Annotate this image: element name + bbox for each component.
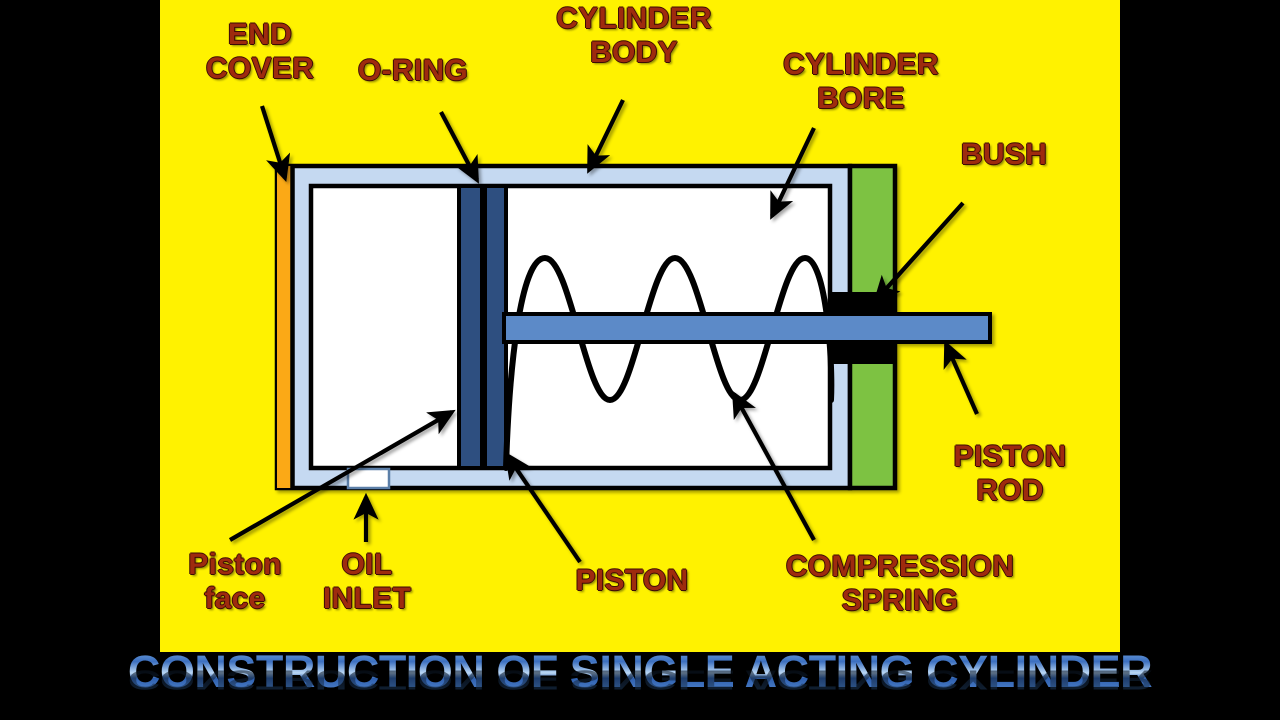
label-oil-inlet: OIL INLET xyxy=(322,548,412,615)
label-compression-spring: COMPRESSION SPRING xyxy=(785,550,1015,617)
label-end-cover: END COVER xyxy=(205,18,315,85)
label-o-ring: O-RING xyxy=(357,54,469,87)
title-bar: CONSTRUCTION OF SINGLE ACTING CYLINDER C… xyxy=(0,652,1280,720)
label-bush: BUSH xyxy=(960,138,1048,171)
page-title-reflection: CONSTRUCTION OF SINGLE ACTING CYLINDER xyxy=(0,664,1280,696)
label-piston-face: Piston face xyxy=(188,548,282,615)
label-cylinder-body: CYLINDER BODY xyxy=(556,2,712,69)
label-piston-rod: PISTON ROD xyxy=(953,440,1067,507)
page-title: CONSTRUCTION OF SINGLE ACTING CYLINDER xyxy=(0,652,1280,698)
label-piston: PISTON xyxy=(575,564,689,597)
label-cylinder-bore: CYLINDER BORE xyxy=(783,48,939,115)
